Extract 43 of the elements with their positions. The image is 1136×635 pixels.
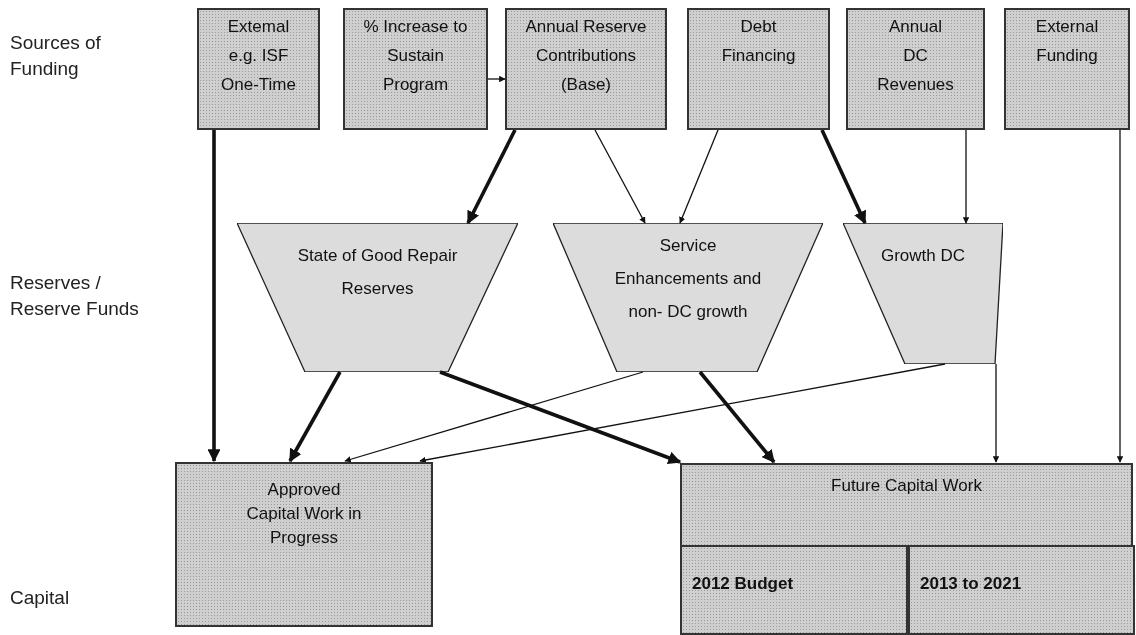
arrow bbox=[698, 370, 776, 464]
funding-box bbox=[846, 8, 985, 130]
arrow bbox=[288, 371, 342, 463]
funnel-shape bbox=[843, 223, 1003, 364]
row-label: Capital bbox=[10, 586, 71, 610]
arrow bbox=[207, 130, 221, 463]
node-text: External Funding bbox=[1034, 16, 1100, 67]
row-label: Sources of Funding bbox=[10, 31, 102, 81]
funding-box bbox=[680, 463, 1133, 635]
budget-cell bbox=[680, 545, 908, 635]
node-text: State of Good Repair Reserves bbox=[296, 245, 459, 300]
node-text: 2013 to 2021 bbox=[920, 573, 1023, 595]
node-text: Approved Capital Work in Progress bbox=[245, 479, 363, 549]
arrow bbox=[820, 129, 867, 225]
node-text: Debt Financing bbox=[720, 16, 797, 67]
funding-box bbox=[1004, 8, 1130, 130]
node-text: Annual Reserve Contributions (Base) bbox=[524, 16, 648, 96]
node-text: Annual DC Revenues bbox=[877, 16, 954, 96]
node-text: 2012 Budget bbox=[692, 573, 795, 595]
node-text: Extemal e.g. ISF One-Time bbox=[220, 16, 297, 96]
arrow bbox=[344, 371, 644, 463]
row-label: Reserves / Reserve Funds bbox=[10, 271, 140, 321]
funnel-shape bbox=[237, 223, 518, 372]
arrow bbox=[419, 363, 946, 464]
funding-box bbox=[175, 462, 433, 627]
arrow bbox=[487, 75, 506, 83]
budget-cell bbox=[908, 545, 1135, 635]
funnel-shape bbox=[553, 223, 823, 372]
funding-box bbox=[343, 8, 488, 130]
arrow bbox=[679, 129, 719, 224]
arrow bbox=[594, 129, 646, 224]
arrow bbox=[1116, 129, 1124, 463]
arrow bbox=[992, 363, 1000, 463]
funding-box bbox=[505, 8, 667, 130]
node-text: Growth DC bbox=[880, 245, 966, 267]
node-text: Future Capital Work bbox=[831, 475, 982, 497]
arrow bbox=[466, 129, 517, 225]
node-text: % Increase to Sustain Program bbox=[362, 16, 469, 96]
node-text: Service Enhancements and non- DC growth bbox=[613, 235, 763, 323]
funding-box bbox=[687, 8, 830, 130]
arrow bbox=[962, 129, 970, 224]
funding-box bbox=[197, 8, 320, 130]
arrow bbox=[439, 370, 682, 464]
